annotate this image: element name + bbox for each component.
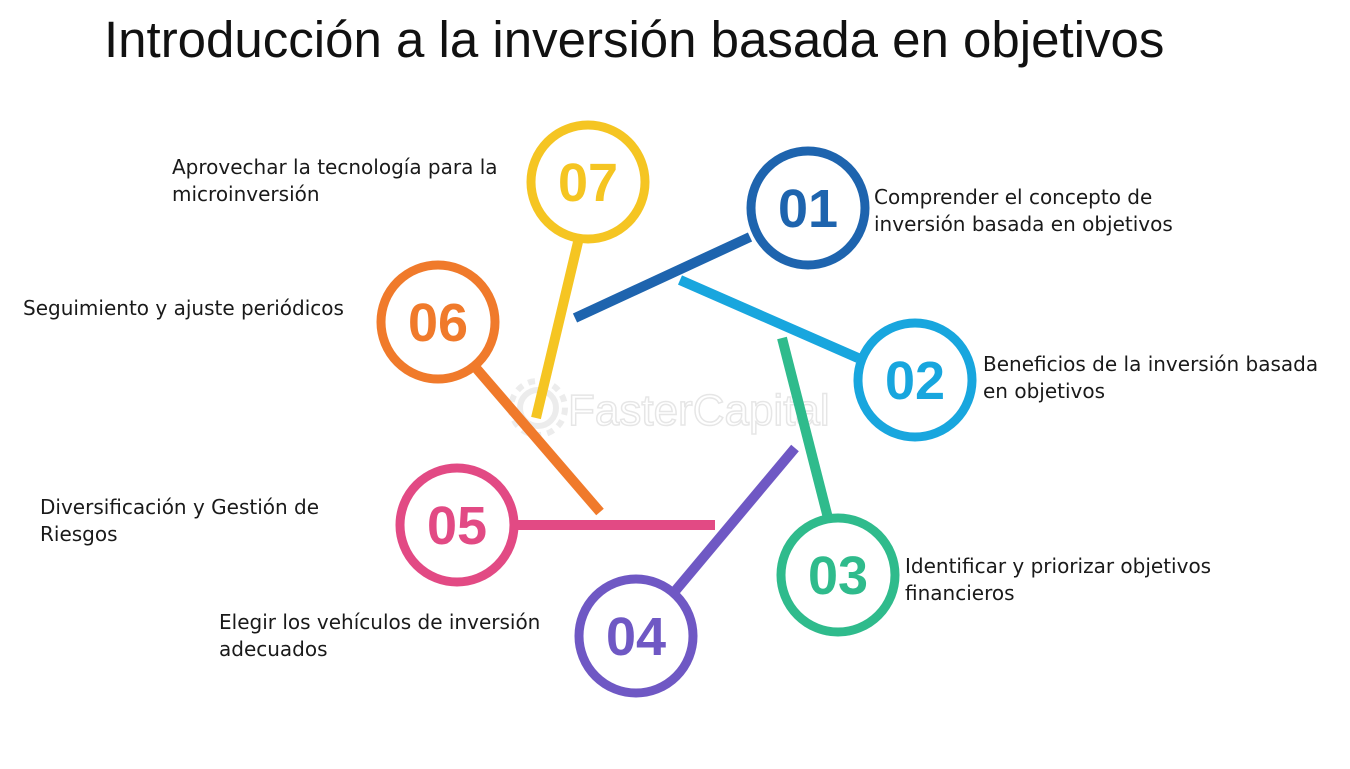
step-number-02: 02	[885, 351, 945, 411]
connector-lines	[472, 232, 861, 594]
connector-line-04	[672, 444, 799, 594]
connector-line-03	[777, 336, 833, 520]
step-label-07: Aprovechar la tecnología para la microin…	[172, 155, 498, 206]
step-ring-07	[526, 120, 650, 244]
step-circle-03: 03	[776, 513, 900, 637]
diagram-title: Introducción a la inversión basada en ob…	[104, 11, 1165, 68]
connector-line-06	[472, 364, 604, 516]
step-circles: 01 02 03 04 05 06 07	[376, 120, 977, 698]
step-ring-03	[776, 513, 900, 637]
step-ring-05	[395, 463, 519, 587]
step-number-03: 03	[808, 546, 868, 606]
connector-line-07	[531, 240, 583, 420]
step-number-05: 05	[427, 496, 487, 556]
step-ring-04	[574, 574, 698, 698]
step-number-07: 07	[558, 153, 618, 213]
step-label-06: Seguimiento y ajuste periódicos	[23, 296, 344, 320]
step-label-05: Diversificación y Gestión de Riesgos	[40, 495, 320, 546]
step-circle-06: 06	[376, 260, 500, 384]
step-number-01: 01	[778, 179, 838, 239]
step-ring-02	[853, 318, 977, 442]
watermark-text: FasterCapital	[568, 386, 830, 435]
step-circle-05: 05	[395, 463, 519, 587]
step-label-02: Beneficios de la inversión basada en obj…	[983, 352, 1319, 403]
step-label-01: Comprender el concepto de inversión basa…	[874, 185, 1173, 236]
step-ring-01	[746, 146, 870, 270]
step-circle-02: 02	[853, 318, 977, 442]
step-number-04: 04	[606, 607, 666, 667]
step-ring-06	[376, 260, 500, 384]
connector-line-01	[572, 232, 753, 323]
step-circle-04: 04	[574, 574, 698, 698]
step-circle-01: 01	[746, 146, 870, 270]
step-number-06: 06	[408, 293, 468, 353]
connector-line-02	[677, 275, 861, 363]
step-label-04: Elegir los vehículos de inversión adecua…	[219, 610, 541, 661]
step-circle-07: 07	[526, 120, 650, 244]
step-label-03: Identificar y priorizar objetivos financ…	[905, 554, 1212, 605]
watermark: FasterCapital	[508, 378, 830, 438]
